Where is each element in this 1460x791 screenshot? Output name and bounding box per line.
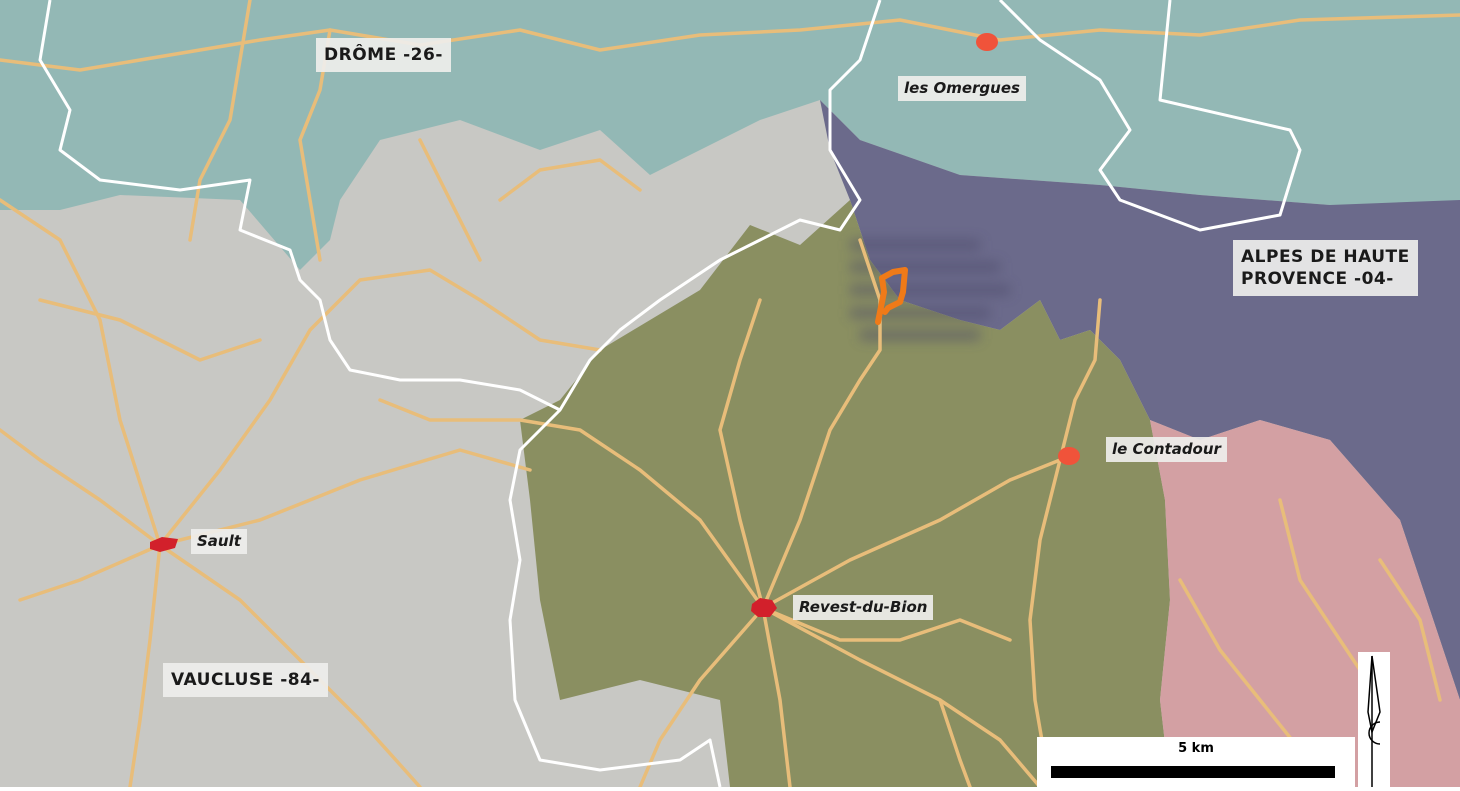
department-boundaries bbox=[38, 0, 1302, 787]
revest-label: Revest-du-Bion bbox=[793, 595, 934, 620]
revest-marker bbox=[751, 598, 777, 617]
omergues-marker bbox=[976, 33, 998, 51]
sault-marker bbox=[150, 537, 178, 552]
alpes-label-line2: Provence -04- bbox=[1241, 269, 1394, 289]
contadour-label-text: le Contadour bbox=[1112, 440, 1221, 458]
drome-label-text: Drôme -26- bbox=[324, 45, 443, 65]
sault-label-text: Sault bbox=[197, 532, 241, 550]
study-site-outline bbox=[875, 267, 908, 325]
sault-label: Sault bbox=[191, 529, 247, 554]
alpes-label-line1: Alpes de Haute bbox=[1241, 247, 1410, 267]
vaucluse-label: Vaucluse -84- bbox=[163, 663, 328, 697]
drome-label: Drôme -26- bbox=[316, 38, 451, 72]
vaucluse-label-text: Vaucluse -84- bbox=[171, 670, 320, 690]
contadour-marker bbox=[1058, 447, 1080, 465]
north-arrow-icon bbox=[1358, 652, 1390, 787]
alpes-label: Alpes de Haute Provence -04- bbox=[1233, 240, 1418, 296]
contadour-label: le Contadour bbox=[1106, 437, 1227, 462]
scale-label: 5 km bbox=[1178, 741, 1214, 756]
scale-bar: 5 km bbox=[1037, 737, 1355, 787]
omergues-label: les Omergues bbox=[898, 76, 1026, 101]
zone-transition bbox=[850, 240, 1010, 340]
revest-label-text: Revest-du-Bion bbox=[799, 598, 928, 616]
scale-bar-line bbox=[1051, 766, 1335, 778]
omergues-label-text: les Omergues bbox=[904, 79, 1020, 97]
